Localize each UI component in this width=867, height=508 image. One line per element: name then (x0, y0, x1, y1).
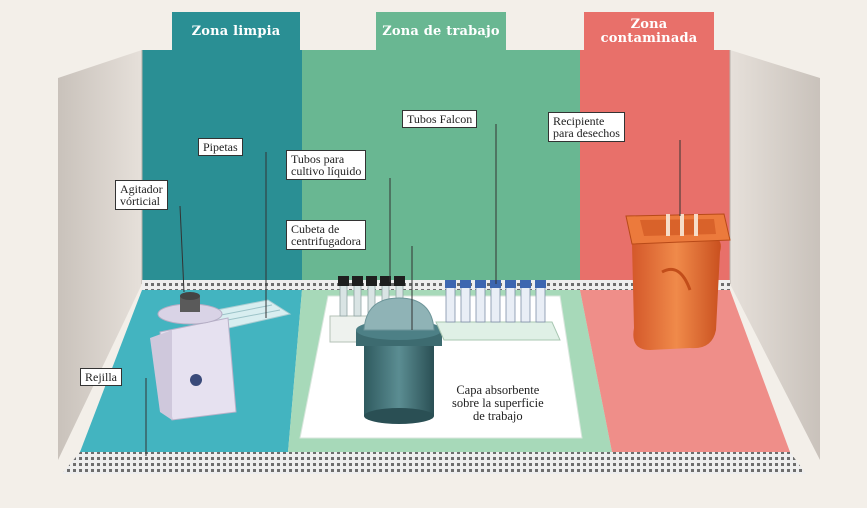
clean-zone-wall (142, 50, 302, 284)
callout-tubos-cultivo: Tubos para cultivo líquido (286, 150, 367, 180)
zone-tab-work-label: Zona de trabajo (382, 24, 500, 39)
callout-pipetas: Pipetas (198, 138, 243, 156)
callout-tubos-cultivo-line1: Tubos para (291, 152, 345, 166)
right-wall (730, 50, 820, 460)
callout-agitador-line1: Agitador (120, 182, 163, 196)
falcon-rack-icon (435, 280, 561, 341)
callout-tubos-falcon-text: Tubos Falcon (407, 112, 473, 126)
callout-cubeta: Cubeta de centrifugadora (286, 220, 366, 250)
callout-tubos-falcon: Tubos Falcon (402, 110, 478, 128)
callout-agitador-line2: vórticial (120, 194, 160, 208)
contaminated-zone-floor (580, 290, 790, 452)
waste-bag-icon (625, 213, 731, 350)
zone-tab-contaminated: Zona contaminada (584, 12, 714, 52)
note-capa-line3: de trabajo (473, 409, 523, 423)
callout-cubeta-line1: Cubeta de (291, 222, 340, 236)
callout-cubeta-line2: centrifugadora (291, 234, 361, 248)
zone-tab-clean-label: Zona limpia (191, 24, 281, 39)
note-capa-line2: sobre la superficie (452, 396, 544, 410)
front-grille (62, 452, 806, 474)
callout-pipetas-text: Pipetas (203, 140, 238, 154)
vortex-mixer-icon (150, 292, 237, 421)
zone-tab-contaminated-label-1: Zona (630, 17, 668, 32)
callout-rejilla-text: Rejilla (85, 370, 117, 384)
back-grille (142, 280, 730, 290)
callout-recipiente: Recipiente para desechos (548, 112, 625, 142)
callout-recipiente-line2: para desechos (553, 126, 620, 140)
note-capa-line1: Capa absorbente (456, 383, 540, 397)
callout-tubos-cultivo-line2: cultivo líquido (291, 164, 362, 178)
centrifuge-bucket-icon (356, 297, 442, 424)
callout-agitador: Agitador vórticial (115, 180, 168, 210)
note-capa-absorbente: Capa absorbente sobre la superficie de t… (452, 384, 544, 423)
callout-rejilla: Rejilla (80, 368, 122, 386)
zone-tab-contaminated-label-2: contaminada (600, 31, 698, 46)
zone-tab-clean: Zona limpia (172, 12, 300, 52)
left-wall (58, 50, 142, 460)
callout-recipiente-line1: Recipiente (553, 114, 605, 128)
zone-tab-work: Zona de trabajo (376, 12, 506, 52)
